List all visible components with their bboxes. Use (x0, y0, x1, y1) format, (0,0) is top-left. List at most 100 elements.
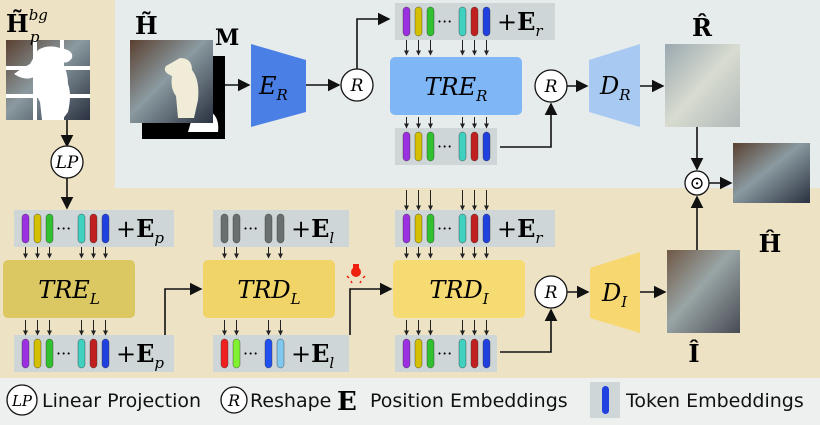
ellipsis: ··· (437, 137, 452, 156)
ellipsis: ··· (56, 344, 71, 363)
ellipsis: ··· (56, 219, 71, 238)
token-embedding (264, 213, 273, 244)
reshape-node (534, 275, 568, 309)
token-embedding (470, 213, 479, 244)
mask-label: M (215, 25, 239, 51)
legend-lp-symbol: LP (11, 392, 33, 410)
linear-projection-node (50, 145, 84, 179)
tre-l-block (3, 260, 135, 318)
ellipsis: ··· (437, 12, 452, 31)
lightbulb-icon (346, 264, 366, 284)
token-strip-l-in: ··· +El (213, 210, 349, 259)
r-hat-image (665, 44, 740, 127)
token-embedding (414, 6, 423, 37)
encoder-r (251, 44, 306, 127)
legend-e-symbol: E (337, 387, 357, 417)
token-embedding (220, 213, 229, 244)
token-embedding (264, 338, 273, 369)
token-embedding (232, 338, 241, 369)
token-embedding (482, 131, 491, 162)
token-embedding (232, 213, 241, 244)
token-embedding (402, 131, 411, 162)
token-strip-top-r-in: ··· +Er (395, 3, 555, 56)
tre-r-label: TRER (425, 73, 488, 105)
ellipsis: ··· (437, 219, 452, 238)
token-embedding (276, 338, 285, 369)
token-embedding (402, 6, 411, 37)
token-embedding (426, 213, 435, 244)
h-tilde-label: H̃ (135, 11, 158, 40)
trd-i-label: TRDI (429, 276, 489, 308)
token-embedding (21, 213, 30, 244)
token-strip-i-out: ··· (395, 320, 497, 372)
ellipsis: ··· (243, 219, 258, 238)
h-hat-image (733, 143, 810, 203)
trd-l-label: TRDL (237, 276, 300, 308)
token-strip-l-out: ··· +El (213, 320, 349, 372)
token-embedding (458, 6, 467, 37)
token-embedding (414, 338, 423, 369)
encoder-r-label: ER (258, 72, 288, 104)
position-embedding-label: +El (291, 339, 334, 372)
token-embedding (426, 131, 435, 162)
token-embedding (33, 338, 42, 369)
token-embedding (414, 131, 423, 162)
legend: LP Linear Projection R Reshape E Positio… (6, 382, 804, 418)
token-embedding (470, 131, 479, 162)
token-embedding (45, 338, 54, 369)
decoder-i-label: DI (601, 279, 628, 311)
strip-background (395, 335, 497, 372)
token-embedding (458, 131, 467, 162)
position-embedding-label: +Er (497, 214, 543, 247)
r-hat-label: R̂ (692, 13, 713, 42)
linear-projection-label: LP (55, 153, 79, 173)
token-embedding (414, 213, 423, 244)
reshape-node (534, 69, 568, 103)
token-embedding (77, 338, 86, 369)
token-embedding (426, 338, 435, 369)
ellipsis: ··· (243, 344, 258, 363)
legend-r-symbol: R (227, 391, 240, 410)
token-embedding (482, 338, 491, 369)
trd-l-block (203, 260, 335, 318)
token-embedding (426, 6, 435, 37)
position-embedding-label: +Er (497, 7, 543, 40)
token-embedding (470, 6, 479, 37)
token-embedding (45, 213, 54, 244)
token-embedding (101, 338, 110, 369)
legend-bar (0, 378, 820, 425)
legend-e-text: Position Embeddings (370, 390, 568, 412)
tre-r-block (390, 57, 522, 115)
i-hat-image (667, 250, 740, 333)
h-tilde-image (130, 40, 213, 123)
token-strip-r-in: ··· +Er (395, 190, 555, 259)
token-embedding (21, 338, 30, 369)
multiply-node (684, 170, 710, 196)
token-embedding (101, 213, 110, 244)
i-hat-label: Î (688, 339, 699, 368)
trd-i-block (393, 260, 525, 318)
position-embedding-label: +El (291, 214, 334, 247)
token-embedding (89, 213, 98, 244)
token-embedding (482, 6, 491, 37)
token-embedding (482, 213, 491, 244)
h-hat-label: Ĥ (759, 229, 782, 258)
reshape-node (340, 68, 374, 102)
token-embedding (402, 338, 411, 369)
legend-lp-text: Linear Projection (42, 390, 201, 412)
token-embedding (276, 213, 285, 244)
token-embedding (220, 338, 229, 369)
token-strip-p-in: ··· +Ep (14, 210, 174, 259)
tre-l-label: TREL (38, 276, 100, 308)
token-embedding (402, 213, 411, 244)
legend-r-text: Reshape (250, 390, 331, 412)
position-embedding-label: +Ep (116, 214, 164, 247)
decoder-r (589, 44, 640, 127)
token-embedding (458, 213, 467, 244)
decoder-i (590, 252, 640, 333)
legend-token-swatch (602, 386, 609, 414)
legend-token-text: Token Embeddings (625, 390, 804, 412)
token-embedding (89, 338, 98, 369)
